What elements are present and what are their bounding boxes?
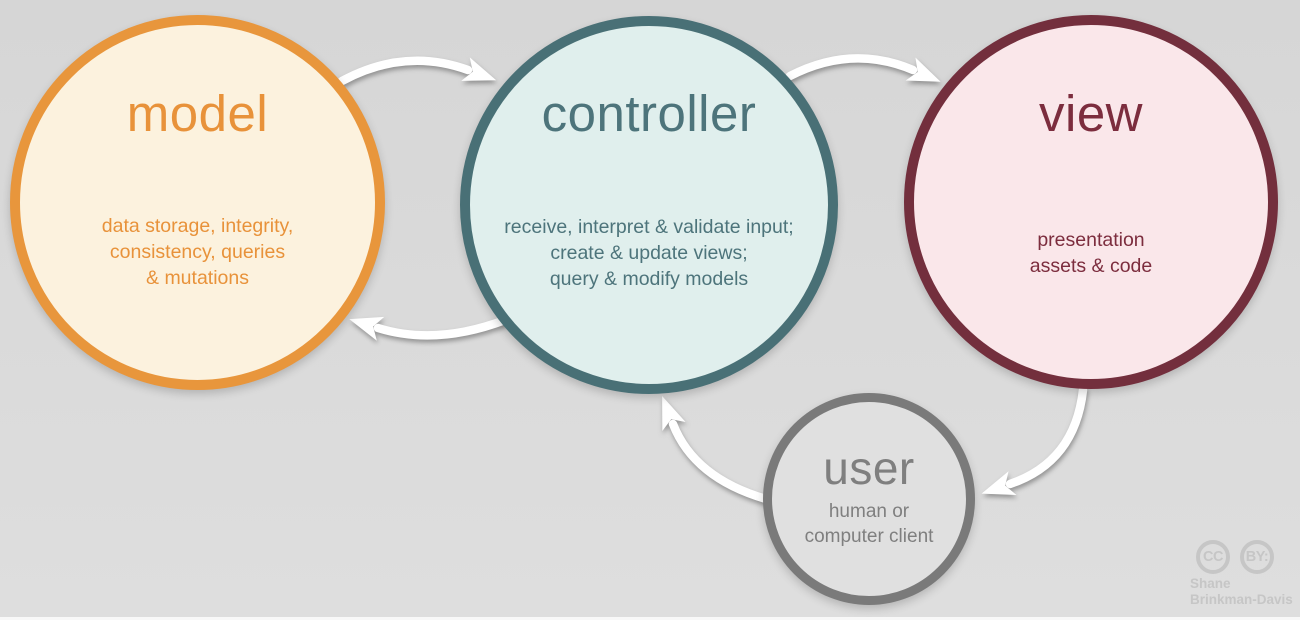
node-user: user human or computer client <box>763 393 975 605</box>
footer-strip <box>0 617 1300 620</box>
node-view: view presentation assets & code <box>904 15 1278 389</box>
user-description: human or computer client <box>804 501 934 547</box>
cc-icon: CC <box>1196 540 1230 574</box>
view-title: view <box>1038 85 1144 142</box>
view-description: presentation assets & code <box>1029 229 1153 277</box>
cc-by-icon-label: BY: <box>1245 549 1269 565</box>
arrow-model-to-controller <box>337 56 497 86</box>
node-model: model data storage, integrity, consisten… <box>10 15 385 390</box>
user-title: user <box>823 442 915 494</box>
arrow-controller-to-model <box>349 315 510 341</box>
node-controller: controller receive, interpret & validate… <box>460 16 838 394</box>
model-title: model <box>126 85 269 142</box>
arrow-user-to-controller <box>662 396 771 504</box>
model-description: data storage, integrity, consistency, qu… <box>101 215 294 289</box>
arrow-controller-to-view <box>785 54 941 82</box>
attribution-author: Shane Brinkman-Davis <box>1190 576 1293 607</box>
cc-by-icon: BY: <box>1240 540 1274 574</box>
controller-title: controller <box>541 85 757 142</box>
cc-icon-label: CC <box>1203 549 1223 565</box>
arrow-view-to-user <box>981 385 1088 495</box>
controller-description: receive, interpret & validate input; cre… <box>504 216 794 290</box>
